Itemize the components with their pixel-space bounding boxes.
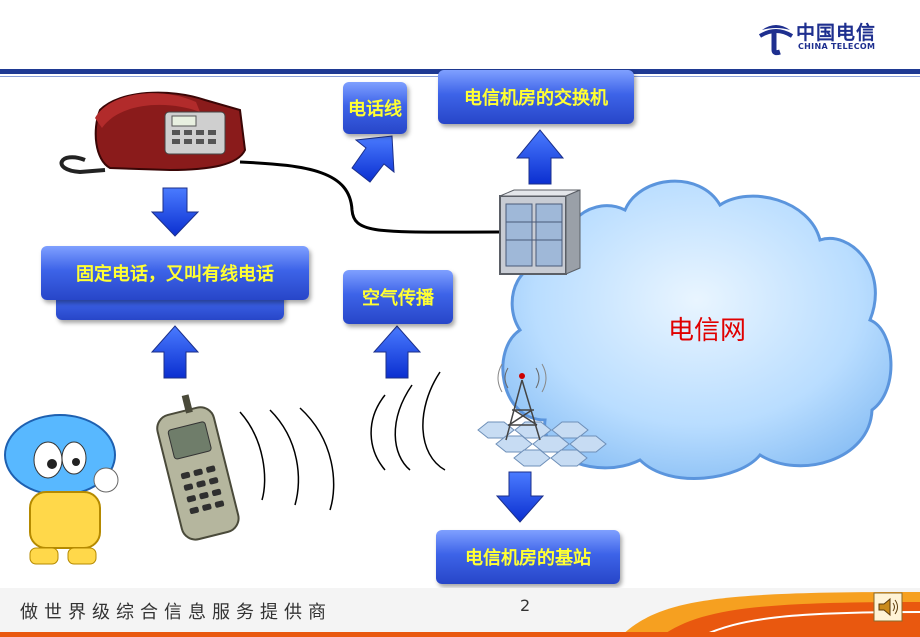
cloud-network	[501, 179, 893, 480]
radio-waves-left	[239, 407, 335, 511]
box-fixed-phone: 固定电话，又叫有线电话	[41, 246, 309, 300]
server-icon	[499, 189, 581, 275]
china-telecom-logo: 中国电信 CHINA TELECOM	[758, 16, 898, 60]
box-base-station: 电信机房的基站	[436, 530, 620, 584]
box-base-station-label: 电信机房的基站	[465, 548, 591, 569]
phone-cable	[239, 160, 501, 234]
box-phone-line: 电话线	[343, 82, 407, 134]
box-switch: 电信机房的交换机	[438, 70, 634, 124]
box-air: 空气传播	[343, 270, 453, 324]
speaker-icon[interactable]	[873, 592, 903, 622]
footer-slogan: 做世界级综合信息服务提供商	[20, 602, 332, 623]
box-air-label: 空气传播	[362, 288, 434, 309]
antenna-tower-icon	[477, 363, 607, 467]
arrow-up-mobile	[150, 325, 200, 379]
footer-band	[0, 588, 920, 637]
brand-name-cn: 中国电信	[796, 22, 877, 44]
arrow-up-air	[372, 325, 422, 379]
box-switch-label: 电信机房的交换机	[464, 88, 608, 109]
arrow-icon	[150, 129, 565, 523]
box-fixed-phone-label: 固定电话，又叫有线电话	[76, 264, 274, 285]
brand-name-en: CHINA TELECOM	[798, 42, 876, 51]
mascot-icon	[4, 414, 119, 565]
cloud-label: 电信网	[668, 316, 747, 346]
page-number: 2	[520, 596, 531, 615]
arrow-diag-phone-line	[351, 135, 395, 183]
radio-waves-right	[370, 371, 446, 471]
arrow-down-base	[495, 471, 545, 523]
arrow-down-phone	[150, 187, 200, 237]
china-telecom-logo-icon	[758, 25, 794, 56]
mobile-phone-icon	[156, 394, 240, 541]
arrow-up-switch	[515, 129, 565, 185]
desk-phone-icon	[59, 91, 247, 175]
box-phone-line-label: 电话线	[348, 99, 402, 120]
